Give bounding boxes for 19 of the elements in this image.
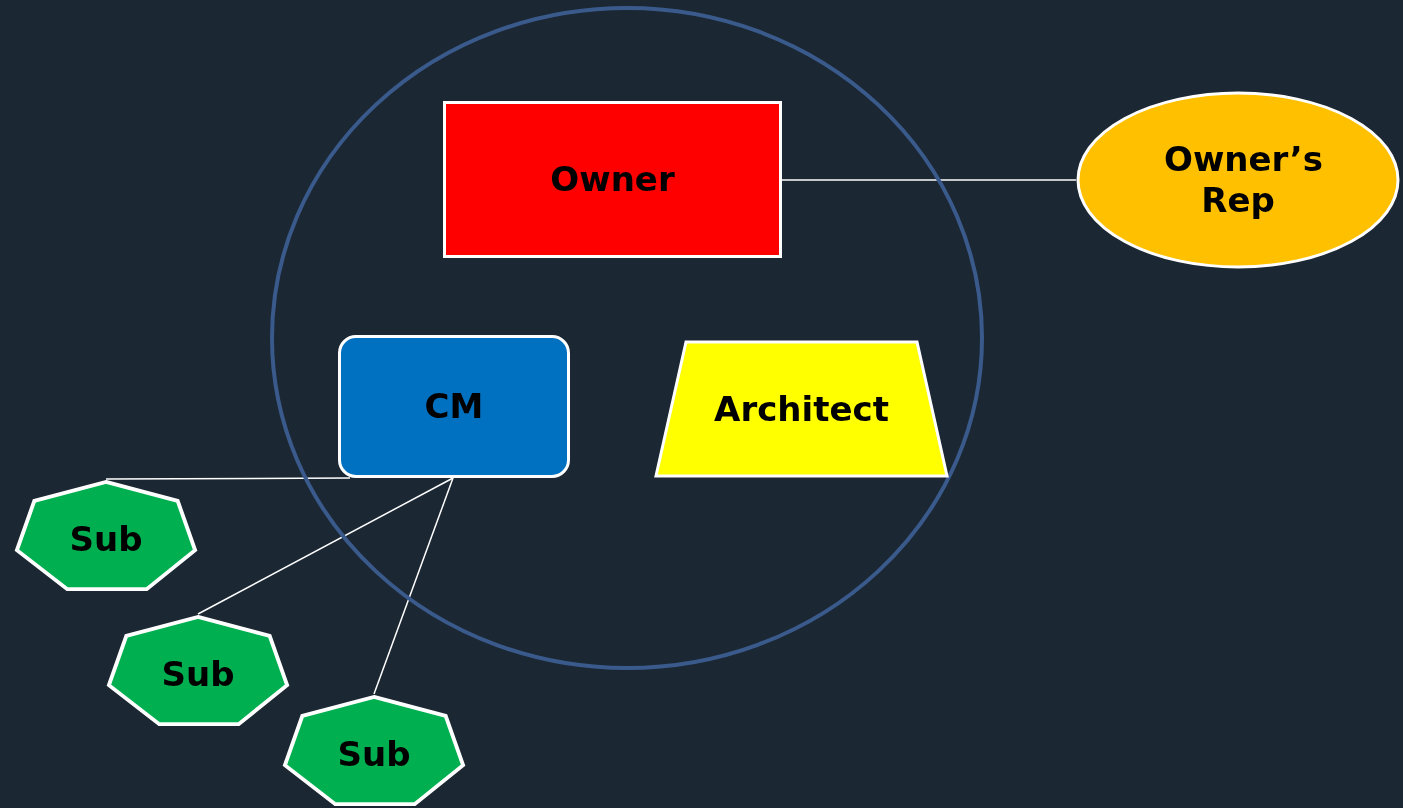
heptagon-node (106, 614, 290, 727)
boundary-ellipse (270, 6, 984, 670)
node-label: Sub (160, 653, 236, 695)
ellipse-node (1076, 91, 1400, 269)
node-label: Architect (713, 388, 890, 430)
node-label: Sub (68, 518, 144, 560)
connector-line (105, 477, 351, 480)
rounded-box (338, 335, 570, 478)
owner-box (443, 101, 782, 258)
node-label: Sub (336, 733, 412, 775)
trapezoid-node (654, 340, 949, 478)
connector-line (781, 179, 1077, 181)
node-label: CM (423, 386, 485, 427)
heptagon-node (14, 479, 198, 592)
node-label: Owner’s Rep (1163, 139, 1324, 221)
connector-line (373, 477, 454, 695)
node-label: Owner (549, 159, 676, 200)
heptagon-node (282, 694, 466, 807)
connector-line (197, 477, 454, 615)
